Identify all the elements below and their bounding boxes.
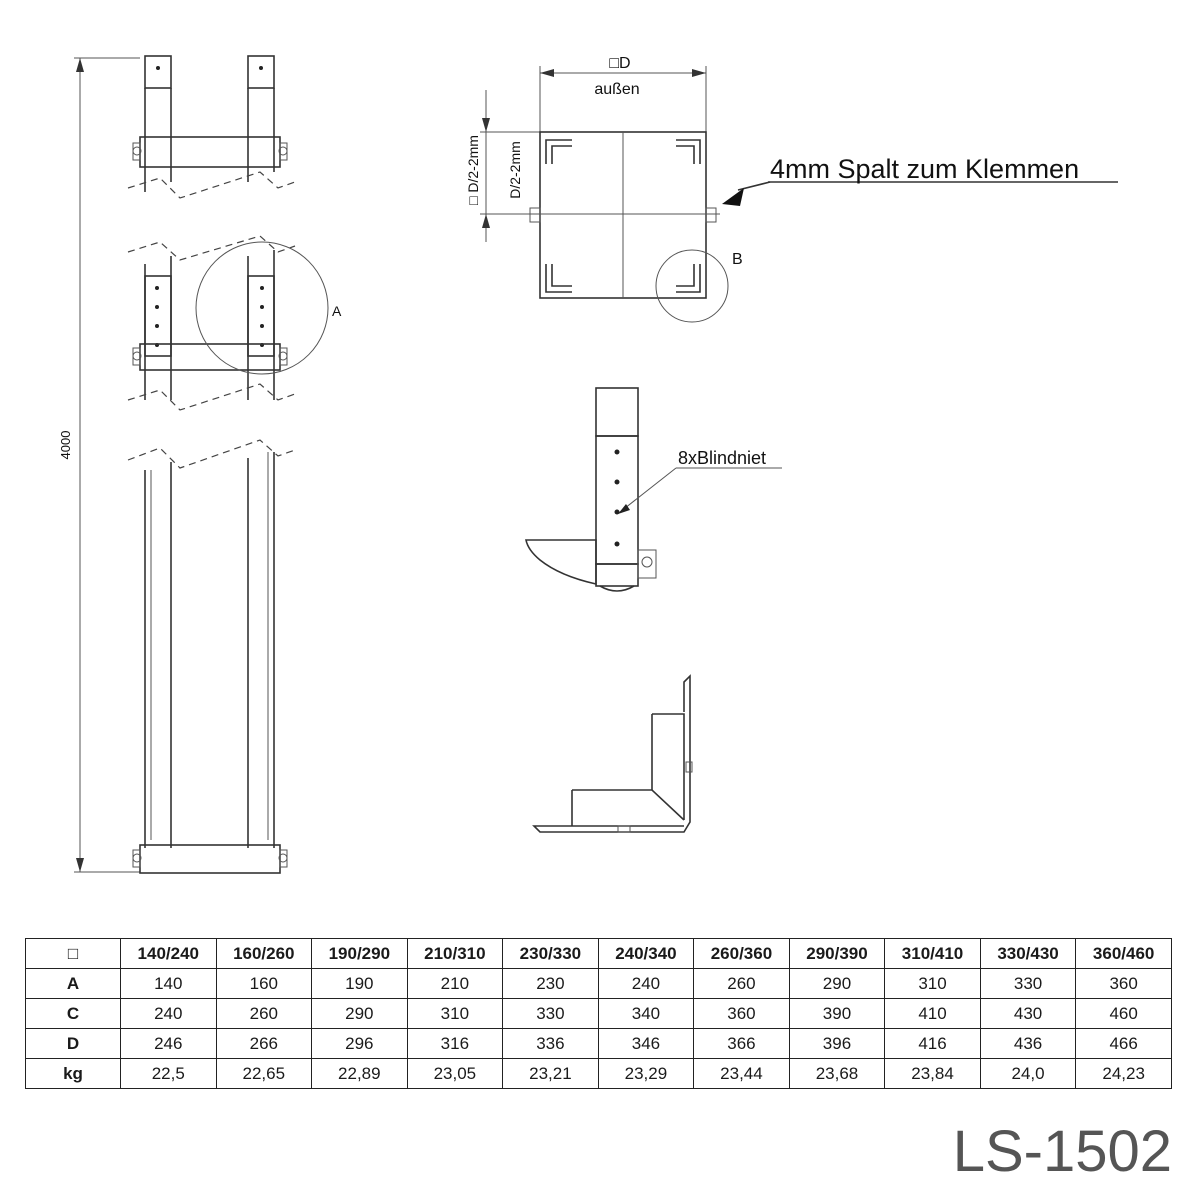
table-cell: 336 — [502, 1028, 599, 1059]
table-cell: 466 — [1075, 1028, 1172, 1059]
table-cell: 360 — [1075, 968, 1172, 999]
technical-drawing: 4000 A — [58, 55, 1118, 874]
elevation-view: 4000 A — [58, 55, 342, 874]
table-cell: 316 — [406, 1028, 504, 1059]
table-header: 140/240 — [120, 938, 217, 969]
table-cell: 240 — [120, 998, 217, 1029]
table-cell: 23,05 — [406, 1058, 504, 1089]
model-number: LS-1502 — [952, 1119, 1172, 1184]
table-cell: 330 — [502, 998, 599, 1029]
dimension-half-1: □ D/2-2mm — [465, 135, 481, 205]
rivet-detail-view: 8xBlindniet — [525, 387, 782, 592]
table-cell: 23,21 — [502, 1058, 599, 1089]
table-cell: 290 — [311, 998, 408, 1029]
detail-a-circle — [195, 241, 329, 375]
table-cell: 436 — [979, 1028, 1077, 1059]
table-cell: 23,68 — [788, 1058, 886, 1089]
table-cell: 140 — [120, 968, 217, 999]
table-cell: 396 — [788, 1028, 886, 1059]
gap-note: 4mm Spalt zum Klemmen — [770, 154, 1079, 184]
table-cell: 23,44 — [693, 1058, 790, 1089]
table-cell: 390 — [788, 998, 886, 1029]
table-header: 260/360 — [693, 938, 790, 969]
rivet-note: 8xBlindniet — [678, 448, 766, 468]
table-cell: 266 — [215, 1028, 313, 1059]
table-header: 240/340 — [597, 938, 695, 969]
table-cell: 360 — [693, 998, 790, 1029]
table-header: 330/430 — [979, 938, 1077, 969]
dimension-square-d: □D — [609, 55, 630, 72]
table-cell: 230 — [502, 968, 599, 999]
table-header: 310/410 — [884, 938, 981, 969]
table-cell: 240 — [597, 968, 695, 999]
table-header: 360/460 — [1075, 938, 1172, 969]
table-cell: 310 — [406, 998, 504, 1029]
table-cell: 24,0 — [979, 1058, 1077, 1089]
table-cell: 23,84 — [884, 1058, 981, 1089]
table-row: C 240 260 290 310 330 340 360 390 410 43… — [25, 998, 1172, 1029]
detail-b-label: B — [732, 251, 743, 268]
table-cell: 260 — [693, 968, 790, 999]
table-cell: 346 — [597, 1028, 695, 1059]
row-label: A — [25, 968, 121, 999]
table-header: 190/290 — [311, 938, 408, 969]
table-cell: 366 — [693, 1028, 790, 1059]
table-row: kg 22,5 22,65 22,89 23,05 23,21 23,29 23… — [25, 1058, 1172, 1089]
table-header: 210/310 — [406, 938, 504, 969]
table-cell: 260 — [215, 998, 313, 1029]
height-dimension: 4000 — [58, 431, 73, 460]
table-header-row: □ 140/240 160/260 190/290 210/310 230/33… — [25, 938, 1172, 969]
table-cell: 22,65 — [215, 1058, 313, 1089]
table-cell: 296 — [311, 1028, 408, 1059]
table-cell: 24,23 — [1075, 1058, 1172, 1089]
table-cell: 190 — [311, 968, 408, 999]
row-label: kg — [25, 1058, 121, 1089]
top-view: □D außen □ D/2-2mm D/2-2mm B 4mm Spal — [465, 55, 1118, 323]
table-cell: 160 — [215, 968, 313, 999]
corner-bracket-view — [532, 674, 693, 833]
table-row: D 246 266 296 316 336 346 366 396 416 43… — [25, 1028, 1172, 1059]
table-cell: 340 — [597, 998, 695, 1029]
detail-a-label: A — [332, 303, 342, 319]
table-cell: 416 — [884, 1028, 981, 1059]
table-cell: 210 — [406, 968, 504, 999]
table-cell: 22,5 — [120, 1058, 217, 1089]
table-header: 160/260 — [215, 938, 313, 969]
table-cell: 290 — [788, 968, 886, 999]
detail-b-circle — [655, 249, 729, 323]
table-corner-symbol: □ — [25, 938, 121, 969]
table-row: A 140 160 190 210 230 240 260 290 310 33… — [25, 968, 1172, 999]
table-header: 290/390 — [788, 938, 886, 969]
table-cell: 410 — [884, 998, 981, 1029]
dimension-table: □ 140/240 160/260 190/290 210/310 230/33… — [25, 938, 1172, 1089]
table-cell: 430 — [979, 998, 1077, 1029]
table-header: 230/330 — [502, 938, 599, 969]
table-cell: 246 — [120, 1028, 217, 1059]
table-cell: 330 — [979, 968, 1077, 999]
row-label: C — [25, 998, 121, 1029]
table-cell: 22,89 — [311, 1058, 408, 1089]
table-cell: 310 — [884, 968, 981, 999]
dimension-outside: außen — [594, 81, 639, 98]
row-label: D — [25, 1028, 121, 1059]
dimension-half-2: D/2-2mm — [507, 141, 523, 199]
table-cell: 23,29 — [597, 1058, 695, 1089]
table-cell: 460 — [1075, 998, 1172, 1029]
